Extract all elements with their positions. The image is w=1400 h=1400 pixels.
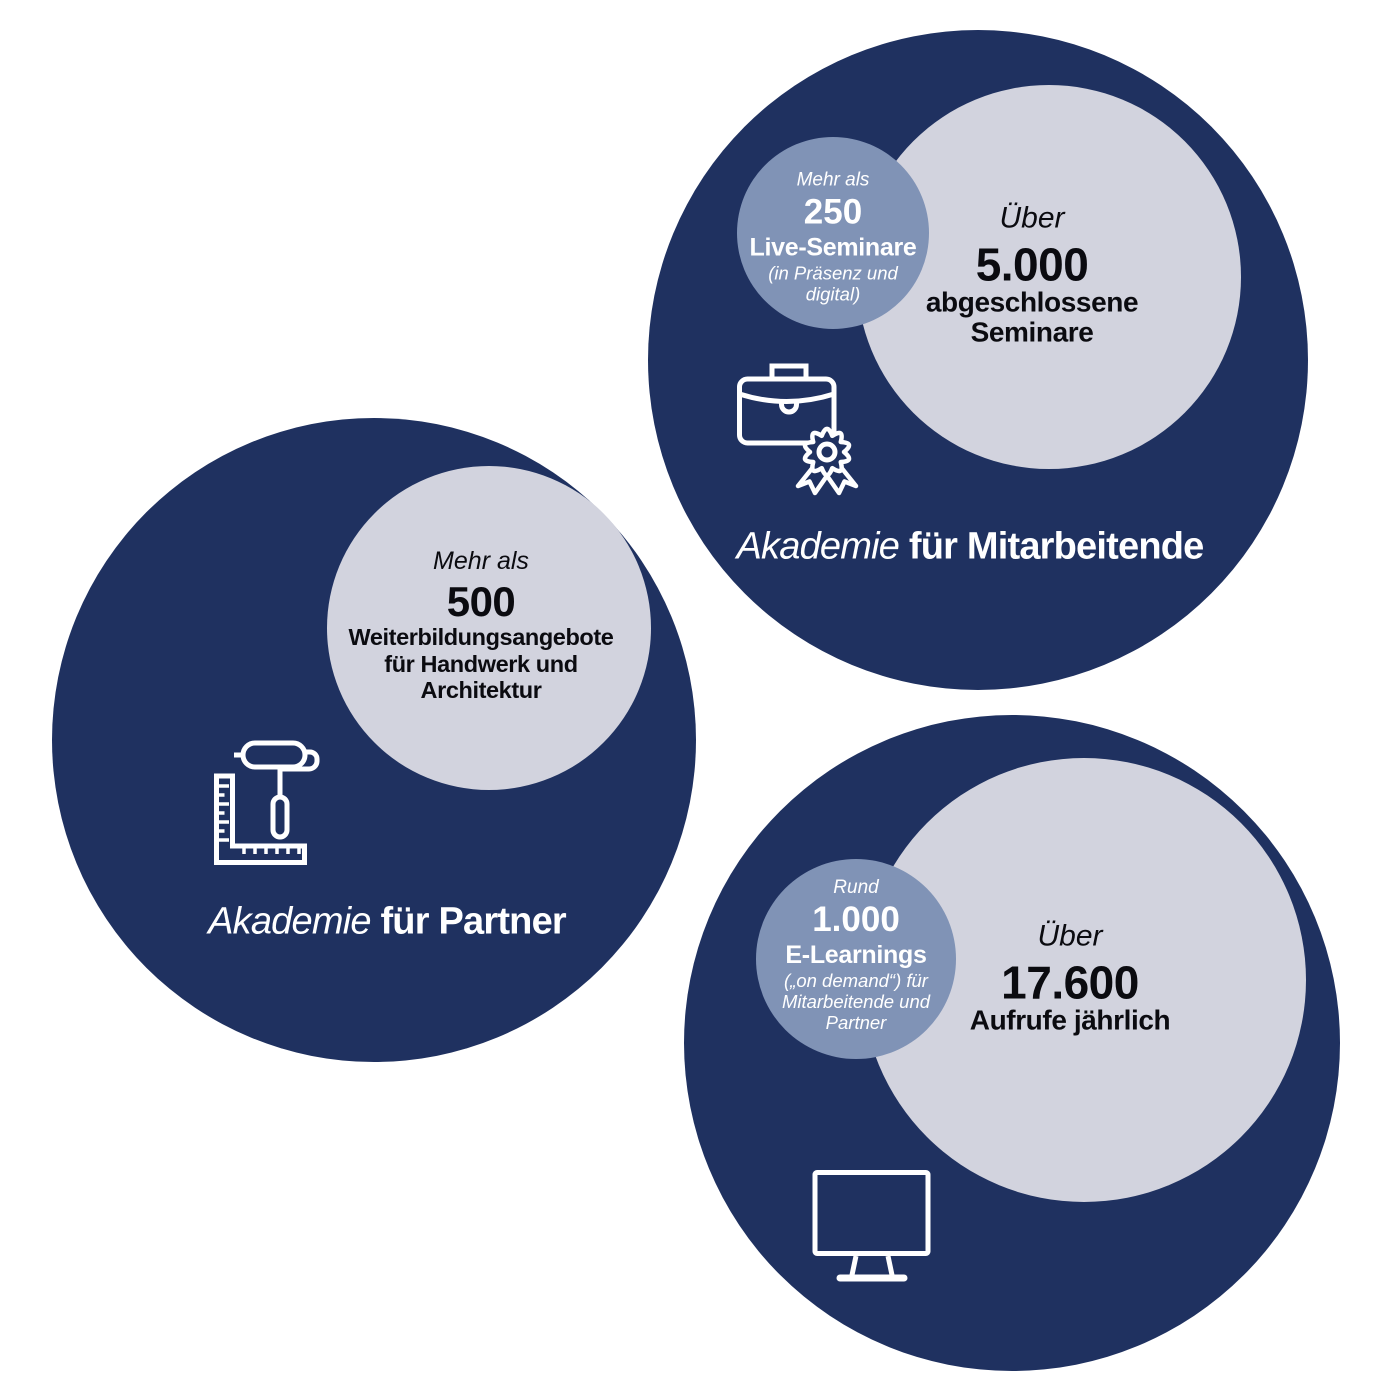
label-italic: Akademie [736,525,900,568]
stat-note-line: (in Präsenz und [768,262,898,284]
stat-title-line: Architektur [420,676,542,703]
stat-intro: Mehr als [433,546,529,575]
label-italic: Akademie [208,900,371,943]
label-akademie-partner: Akademie für Partner [208,900,567,944]
stat-note-line: Partner [825,1012,887,1033]
stat-intro: Rund [833,877,879,898]
bubble-weiterbildungsangebote [327,466,651,790]
stat-number: 5.000 [975,238,1089,291]
stat-title-line: abgeschlossene [925,286,1139,318]
stat-title: E-Learnings [785,941,927,969]
stat-title: Live-Seminare [749,233,917,262]
stat-intro: Über [999,201,1065,235]
briefcase-certificate-icon [737,363,859,496]
paint-roller-ruler-icon [214,740,320,865]
stat-number: 250 [803,192,863,232]
weiterbildungsangebote-stat: Mehr als 500 Weiterbildungsangebote für … [349,545,614,704]
live-seminare-stat: Mehr als 250 Live-Seminare (in Präsenz u… [749,168,916,305]
stat-title-line: Weiterbildungsangebote [348,623,614,650]
stat-intro: Mehr als [796,169,870,191]
elearnings-stat: Rund 1.000 E-Learnings („on demand“) für… [782,875,930,1033]
stat-note-line: („on demand“) für [784,970,928,991]
stat-note-line: Mitarbeitende und [781,991,931,1012]
label-bold: für Partner [380,900,566,943]
bubble-abgeschlossene-seminare [857,85,1241,469]
monitor-icon [812,1170,931,1282]
aufrufe-stat: Über 17.600 Aufrufe jährlich [970,919,1171,1036]
bubble-live-seminare [737,137,929,329]
stat-note-line: digital) [805,283,861,305]
label-akademie-mitarbeitende: Akademie für Mitarbeitende [736,525,1205,569]
stat-title-line: Seminare [970,316,1094,348]
stat-number: 17.600 [1001,956,1139,1009]
stat-intro: Über [1037,919,1103,953]
label-bold: für Mitarbeitende [908,525,1204,568]
bubble-elearnings [756,859,956,1059]
stat-title-line: für Handwerk und [384,650,578,677]
stat-number: 500 [446,577,516,625]
stat-title-line: Aufrufe jährlich [969,1004,1171,1036]
abgeschlossene-seminare-stat: Über 5.000 abgeschlossene Seminare [925,201,1139,348]
stat-number: 1.000 [812,900,900,939]
